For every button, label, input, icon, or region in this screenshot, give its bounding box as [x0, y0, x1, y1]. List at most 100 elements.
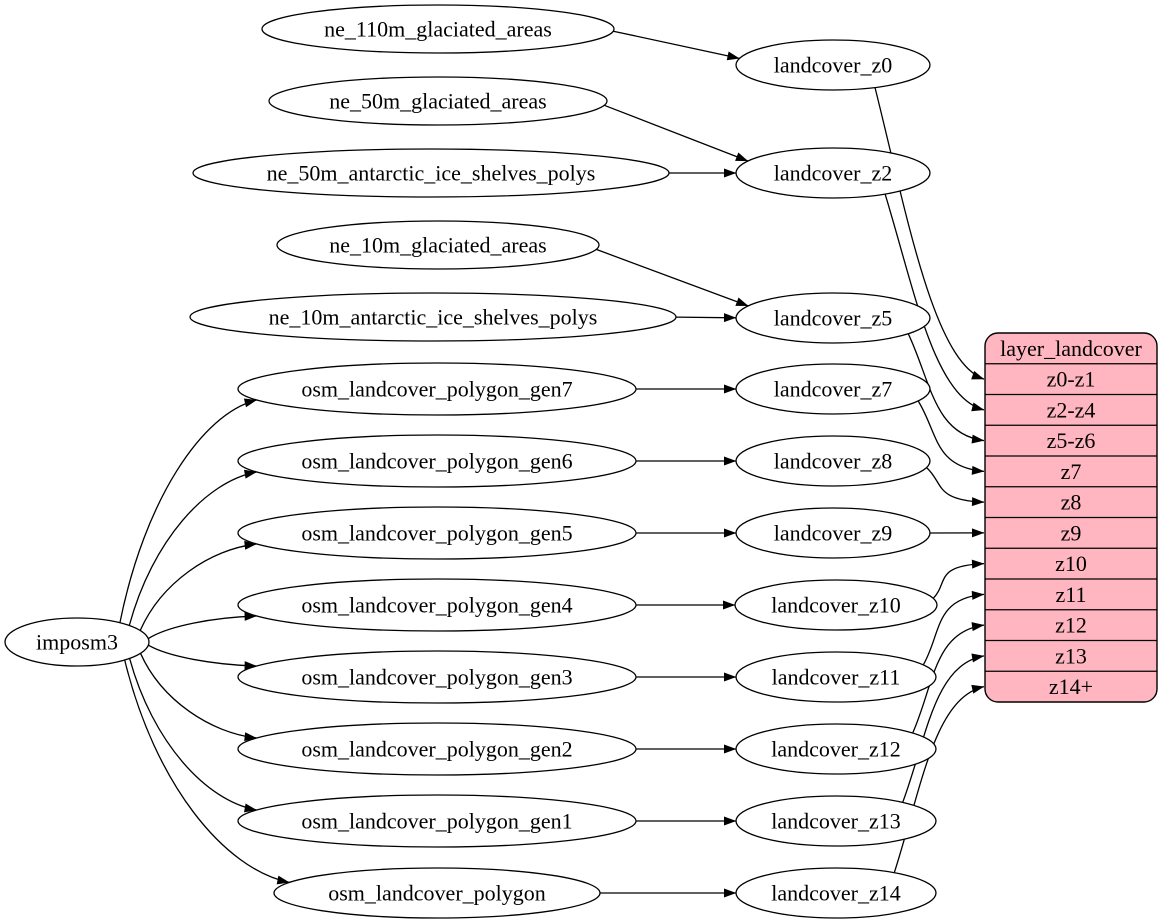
node-ellipse-ne_10m_glaciated_areas: [276, 220, 600, 270]
edges-layer: [119, 30, 985, 898]
record-row-z14+: z14+: [1049, 674, 1093, 699]
node-label-ne_50m_glaciated_areas: ne_50m_glaciated_areas: [329, 88, 546, 113]
node-ellipse-ne_50m_glaciated_areas: [268, 76, 608, 126]
edge-landcover_z0-to-layer_landcover-z0-z1: [874, 87, 985, 380]
edge-ne_10m_glaciated_areas-to-landcover_z5: [596, 248, 749, 307]
node-imposm3: imposm3: [4, 617, 150, 667]
node-label-landcover_z13: landcover_z13: [771, 808, 901, 833]
node-ne_50m_antarctic_ice_shelves_polys: ne_50m_antarctic_ice_shelves_polys: [192, 148, 670, 198]
edge-landcover_z7-to-layer_landcover-z7: [917, 400, 985, 475]
node-label-landcover_z2: landcover_z2: [774, 160, 893, 185]
node-ellipse-osm_landcover_polygon_gen2: [237, 722, 637, 776]
node-landcover_z7: landcover_z7: [735, 363, 931, 415]
edge-imposm3-to-osm_landcover_polygon_gen3: [148, 644, 257, 671]
edge-imposm3-to-osm_landcover_polygon_gen7: [119, 398, 257, 623]
node-osm_landcover_polygon_gen2: osm_landcover_polygon_gen2: [237, 722, 637, 776]
node-ellipse-landcover_z10: [734, 579, 938, 631]
node-ellipse-osm_landcover_polygon: [273, 867, 601, 919]
node-ellipse-ne_10m_antarctic_ice_shelves_polys: [189, 292, 677, 342]
edge-landcover_z8-to-layer_landcover-z8: [926, 467, 985, 507]
node-landcover_z11: landcover_z11: [735, 651, 937, 703]
node-label-landcover_z5: landcover_z5: [774, 305, 893, 330]
node-ellipse-osm_landcover_polygon_gen7: [237, 362, 637, 416]
node-label-osm_landcover_polygon_gen6: osm_landcover_polygon_gen6: [301, 448, 572, 473]
edge-imposm3-to-osm_landcover_polygon_gen4: [147, 611, 257, 640]
node-ellipse-landcover_z5: [735, 292, 931, 344]
node-ellipse-landcover_z2: [735, 147, 931, 199]
record-row-z0-z1: z0-z1: [1047, 367, 1096, 392]
node-landcover_z8: landcover_z8: [735, 435, 931, 487]
node-landcover_z13: landcover_z13: [735, 795, 937, 847]
node-ellipse-osm_landcover_polygon_gen1: [237, 794, 637, 848]
edge-landcover_z11-to-layer_landcover-z11: [922, 590, 985, 666]
node-label-landcover_z9: landcover_z9: [774, 520, 893, 545]
edge-ne_50m_glaciated_areas-to-landcover_z2: [604, 104, 749, 162]
node-ellipse-landcover_z12: [735, 723, 937, 775]
edge-imposm3-to-osm_landcover_polygon_gen1: [128, 658, 257, 813]
record-row-z7: z7: [1061, 459, 1082, 484]
edge-imposm3-to-osm_landcover_polygon: [124, 659, 290, 885]
record-row-z5-z6: z5-z6: [1047, 428, 1096, 453]
node-landcover_z0: landcover_z0: [735, 39, 931, 91]
node-ellipse-landcover_z14: [735, 867, 937, 919]
node-label-landcover_z11: landcover_z11: [772, 664, 901, 689]
node-ellipse-landcover_z8: [735, 435, 931, 487]
record-row-z12: z12: [1055, 613, 1087, 638]
edge-ne_10m_antarctic_ice_shelves_polys-to-landcover_z5: [675, 313, 737, 323]
edge-landcover_z5-to-layer_landcover-z5-z6: [907, 333, 985, 444]
node-ne_10m_glaciated_areas: ne_10m_glaciated_areas: [276, 220, 600, 270]
node-ellipse-osm_landcover_polygon_gen3: [237, 650, 637, 704]
node-osm_landcover_polygon_gen1: osm_landcover_polygon_gen1: [237, 794, 637, 848]
node-landcover_z10: landcover_z10: [734, 579, 938, 631]
node-label-ne_10m_antarctic_ice_shelves_polys: ne_10m_antarctic_ice_shelves_polys: [269, 304, 598, 329]
node-label-osm_landcover_polygon: osm_landcover_polygon: [328, 880, 546, 905]
node-ellipse-osm_landcover_polygon_gen5: [237, 506, 637, 560]
node-landcover_z2: landcover_z2: [735, 147, 931, 199]
node-landcover_z14: landcover_z14: [735, 867, 937, 919]
node-osm_landcover_polygon: osm_landcover_polygon: [273, 867, 601, 919]
record-title: layer_landcover: [1000, 336, 1142, 361]
node-label-osm_landcover_polygon_gen5: osm_landcover_polygon_gen5: [301, 520, 572, 545]
record-row-z8: z8: [1061, 490, 1082, 515]
node-label-imposm3: imposm3: [36, 629, 118, 654]
node-ellipse-landcover_z0: [735, 39, 931, 91]
record-row-z10: z10: [1055, 551, 1087, 576]
node-ellipse-landcover_z9: [735, 507, 931, 559]
node-label-osm_landcover_polygon_gen1: osm_landcover_polygon_gen1: [301, 808, 572, 833]
node-ellipse-landcover_z13: [735, 795, 937, 847]
edge-landcover_z2-to-layer_landcover-z2-z4: [884, 193, 985, 412]
node-ne_110m_glaciated_areas: ne_110m_glaciated_areas: [261, 4, 615, 54]
node-osm_landcover_polygon_gen6: osm_landcover_polygon_gen6: [237, 434, 637, 488]
node-label-osm_landcover_polygon_gen3: osm_landcover_polygon_gen3: [301, 664, 572, 689]
node-label-ne_110m_glaciated_areas: ne_110m_glaciated_areas: [324, 16, 552, 41]
node-label-landcover_z7: landcover_z7: [774, 376, 893, 401]
node-ellipse-ne_110m_glaciated_areas: [261, 4, 615, 54]
node-label-osm_landcover_polygon_gen7: osm_landcover_polygon_gen7: [301, 376, 572, 401]
node-osm_landcover_polygon_gen5: osm_landcover_polygon_gen5: [237, 506, 637, 560]
edge-ne_110m_glaciated_areas-to-landcover_z0: [613, 30, 740, 61]
record-row-z11: z11: [1056, 582, 1087, 607]
nodes-layer: imposm3 ne_110m_glaciated_areas ne_50m_gla…: [4, 4, 938, 919]
node-label-ne_10m_glaciated_areas: ne_10m_glaciated_areas: [329, 232, 546, 257]
node-osm_landcover_polygon_gen3: osm_landcover_polygon_gen3: [237, 650, 637, 704]
record-layer_landcover: layer_landcoverz0-z1z2-z4z5-z6z7z8z9z10z…: [984, 332, 1158, 703]
node-ne_50m_glaciated_areas: ne_50m_glaciated_areas: [268, 76, 608, 126]
node-label-landcover_z14: landcover_z14: [771, 880, 901, 905]
edge-landcover_z10-to-layer_landcover-z10: [932, 559, 985, 599]
node-landcover_z9: landcover_z9: [735, 507, 931, 559]
node-label-landcover_z10: landcover_z10: [771, 592, 901, 617]
record-row-z2-z4: z2-z4: [1047, 397, 1096, 422]
edge-landcover_z12-to-layer_landcover-z12: [912, 622, 985, 734]
node-label-ne_50m_antarctic_ice_shelves_polys: ne_50m_antarctic_ice_shelves_polys: [267, 160, 596, 185]
node-label-landcover_z12: landcover_z12: [771, 736, 901, 761]
node-ellipse-ne_50m_antarctic_ice_shelves_polys: [192, 148, 670, 198]
node-label-landcover_z8: landcover_z8: [774, 448, 893, 473]
node-ellipse-landcover_z11: [735, 651, 937, 703]
edge-landcover_z13-to-layer_landcover-z13: [902, 653, 985, 803]
node-landcover_z5: landcover_z5: [735, 292, 931, 344]
node-osm_landcover_polygon_gen7: osm_landcover_polygon_gen7: [237, 362, 637, 416]
edge-imposm3-to-osm_landcover_polygon_gen5: [139, 540, 257, 631]
edge-imposm3-to-osm_landcover_polygon_gen2: [139, 653, 257, 742]
